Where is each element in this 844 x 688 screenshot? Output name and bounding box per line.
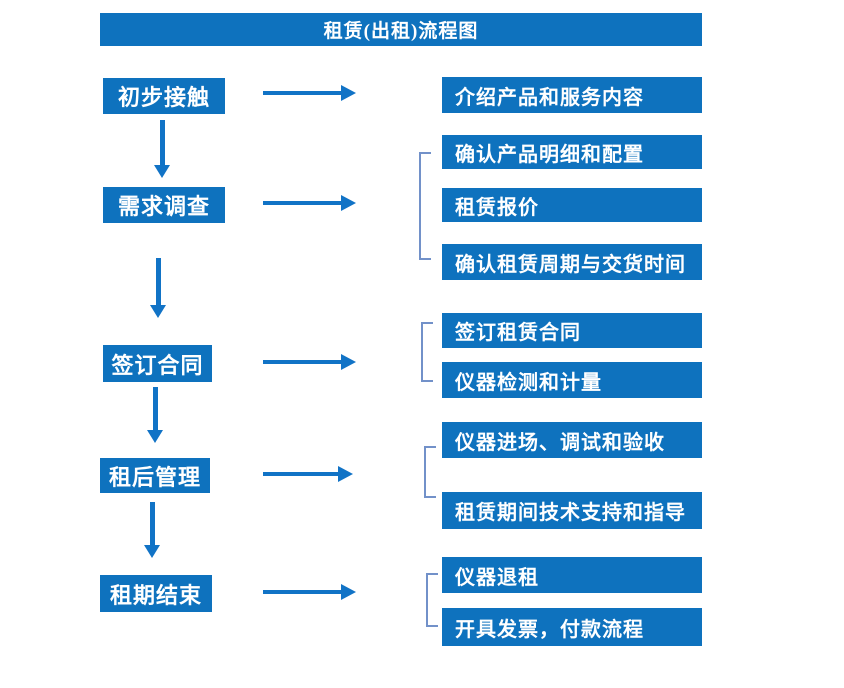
right-arrow-step2 — [263, 195, 356, 211]
detail-box-invoice-payment: 开具发票，付款流程 — [442, 608, 702, 646]
right-arrow-step1 — [263, 85, 356, 101]
step-box-sign-contract: 签订合同 — [103, 345, 212, 382]
down-arrow-step2-step3 — [150, 258, 166, 318]
down-arrow-step4-step5 — [144, 502, 160, 558]
group-bracket-demand-survey-details — [419, 152, 431, 260]
group-bracket-lease-end-details — [426, 573, 438, 627]
group-bracket-sign-contract-details — [421, 322, 433, 382]
down-arrow-step1-step2 — [154, 120, 170, 178]
detail-box-instrument-return: 仪器退租 — [442, 557, 702, 593]
detail-box-confirm-period-delivery: 确认租赁周期与交货时间 — [442, 244, 702, 280]
detail-box-confirm-details-config: 确认产品明细和配置 — [442, 135, 702, 169]
step-box-post-rental-management: 租后管理 — [100, 458, 210, 493]
right-arrow-step5 — [263, 584, 356, 600]
detail-box-rental-quote: 租赁报价 — [442, 188, 702, 222]
group-bracket-post-rental-details — [424, 446, 436, 498]
detail-box-technical-support: 租赁期间技术支持和指导 — [442, 492, 702, 529]
step-box-initial-contact: 初步接触 — [103, 78, 225, 114]
detail-box-introduce-products: 介绍产品和服务内容 — [442, 77, 702, 113]
right-arrow-step4 — [263, 466, 353, 482]
detail-box-instrument-setup-acceptance: 仪器进场、调试和验收 — [442, 422, 702, 458]
step-box-lease-end: 租期结束 — [100, 575, 212, 612]
detail-box-instrument-testing: 仪器检测和计量 — [442, 362, 702, 398]
detail-box-sign-rental-contract: 签订租赁合同 — [442, 313, 702, 348]
down-arrow-step3-step4 — [147, 387, 163, 443]
flowchart-title: 租赁(出租)流程图 — [100, 13, 702, 46]
right-arrow-step3 — [263, 354, 356, 370]
step-box-demand-survey: 需求调查 — [103, 187, 225, 223]
